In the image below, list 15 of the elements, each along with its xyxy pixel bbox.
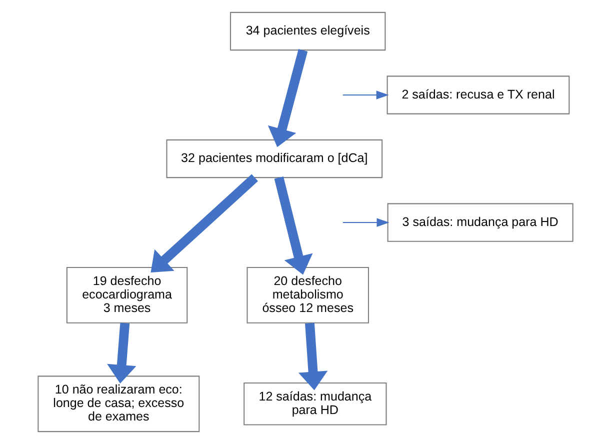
node-box: 34 pacientes elegíveis [230,12,386,51]
arrow [342,218,390,227]
arrow [107,322,136,384]
arrow [342,90,389,100]
arrow [150,174,258,273]
node-box: 12 saídas: mudança para HD [244,382,387,426]
node-box: 3 saídas: mudança para HD [387,203,574,242]
node-box: 32 pacientes modificaram o [dCa] [166,139,383,178]
node-box: 19 desfecho ecocardiograma 3 meses [66,266,188,324]
node-box: 10 não realizaram eco: longe de casa; excesso de exames [38,376,200,432]
arrow [274,176,313,275]
arrow [298,322,328,390]
arrow [268,49,308,148]
node-box: 20 desfecho metabolismo ósseo 12 meses [246,266,369,324]
node-box: 2 saídas: recusa e TX renal [386,76,570,114]
